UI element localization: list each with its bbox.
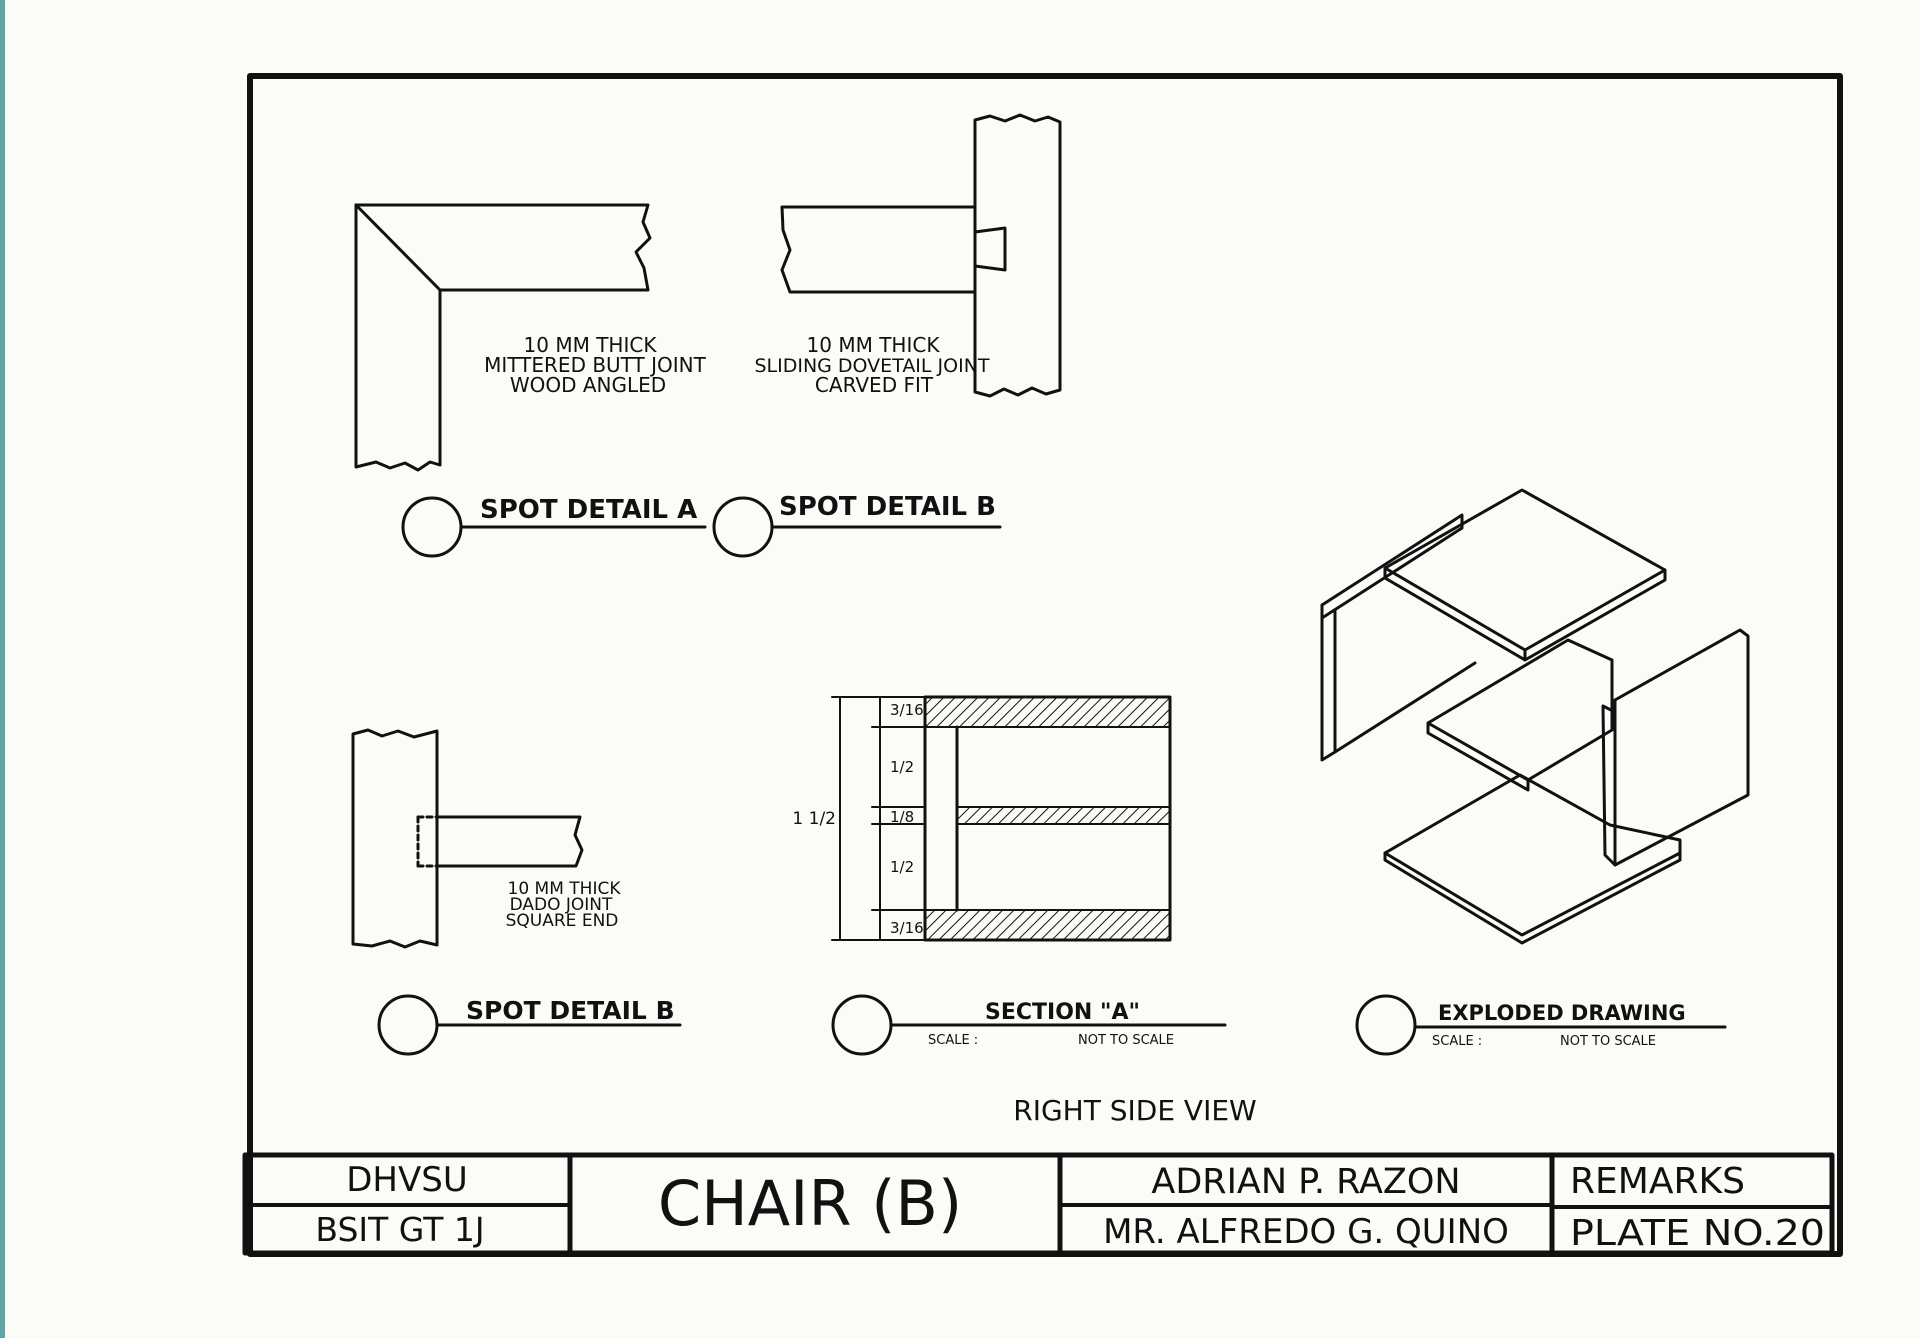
scan-edge-strip	[0, 0, 5, 1338]
instructor-name: MR. ALFREDO G. QUINO	[1103, 1212, 1509, 1252]
section-a-center-hatch	[956, 806, 1171, 825]
svg-text:EXPLODED DRAWING: EXPLODED DRAWING	[1438, 1001, 1686, 1025]
svg-text:SCALE :: SCALE :	[1432, 1034, 1482, 1049]
spot-detail-b-bottom-callout: SPOT DETAIL B	[377, 994, 682, 1056]
exploded-drawing	[1320, 488, 1750, 945]
spot-detail-a-drawing	[354, 203, 652, 472]
svg-text:3/16: 3/16	[890, 701, 924, 719]
svg-text:3/16: 3/16	[890, 919, 924, 937]
drawing-title: CHAIR (B)	[658, 1167, 962, 1240]
svg-text:SPOT DETAIL B: SPOT DETAIL B	[466, 996, 675, 1025]
svg-text:10 MM THICK: 10 MM THICK	[524, 333, 658, 357]
section-a-top-hatch	[924, 696, 1171, 728]
spot-detail-a-note: 10 MM THICK MITTERED BUTT JOINT WOOD ANG…	[484, 333, 706, 397]
plate-number: PLATE NO.20	[1570, 1213, 1825, 1254]
svg-text:SLIDING DOVETAIL JOINT: SLIDING DOVETAIL JOINT	[754, 355, 989, 377]
remarks-label: REMARKS	[1570, 1161, 1745, 1202]
spot-detail-b-bottom-note: 10 MM THICK DADO JOINT SQUARE END	[506, 879, 622, 931]
section-a-dimensions: 1 1/2 3/16 1/2 1/8 1/2 3/16	[792, 701, 923, 937]
svg-text:10 MM THICK: 10 MM THICK	[508, 879, 622, 899]
spot-detail-b-top-drawing	[780, 113, 1062, 398]
school-name: DHVSU	[346, 1160, 467, 1200]
svg-text:NOT TO SCALE: NOT TO SCALE	[1560, 1034, 1656, 1049]
spot-detail-b-top-callout: SPOT DETAIL B	[712, 492, 1002, 558]
section-a-callout: SECTION "A" SCALE : NOT TO SCALE	[831, 994, 1227, 1056]
student-name: ADRIAN P. RAZON	[1151, 1162, 1460, 1202]
svg-text:SQUARE END: SQUARE END	[506, 911, 619, 931]
exploded-drawing-callout: EXPLODED DRAWING SCALE : NOT TO SCALE	[1355, 994, 1727, 1056]
section-a-drawing	[831, 695, 1172, 942]
svg-text:10 MM THICK: 10 MM THICK	[807, 333, 941, 357]
spot-detail-b-top-note: 10 MM THICK SLIDING DOVETAIL JOINT CARVE…	[754, 333, 989, 397]
svg-text:MITTERED BUTT JOINT: MITTERED BUTT JOINT	[484, 353, 706, 377]
svg-text:SCALE :: SCALE :	[928, 1033, 978, 1048]
spot-detail-a-callout: SPOT DETAIL A	[401, 495, 707, 558]
svg-text:SPOT DETAIL A: SPOT DETAIL A	[480, 495, 697, 525]
class-section: BSIT GT 1J	[315, 1210, 484, 1249]
section-a-bottom-hatch	[924, 909, 1171, 941]
svg-text:CARVED FIT: CARVED FIT	[815, 373, 934, 397]
svg-text:1/2: 1/2	[890, 858, 914, 876]
svg-text:1 1/2: 1 1/2	[792, 809, 836, 829]
svg-text:1/8: 1/8	[890, 808, 914, 826]
spot-detail-b-bottom-drawing	[351, 728, 584, 949]
svg-text:SECTION "A": SECTION "A"	[985, 1000, 1140, 1025]
svg-text:1/2: 1/2	[890, 758, 914, 776]
svg-text:SPOT DETAIL B: SPOT DETAIL B	[779, 492, 996, 522]
svg-text:DADO JOINT: DADO JOINT	[510, 895, 613, 915]
sheet-border	[247, 73, 1843, 1257]
svg-text:NOT TO SCALE: NOT TO SCALE	[1078, 1033, 1174, 1048]
view-caption: RIGHT SIDE VIEW	[1013, 1094, 1256, 1127]
title-block: DHVSU BSIT GT 1J CHAIR (B) ADRIAN P. RAZ…	[242, 1152, 1835, 1256]
svg-text:WOOD ANGLED: WOOD ANGLED	[510, 373, 666, 397]
